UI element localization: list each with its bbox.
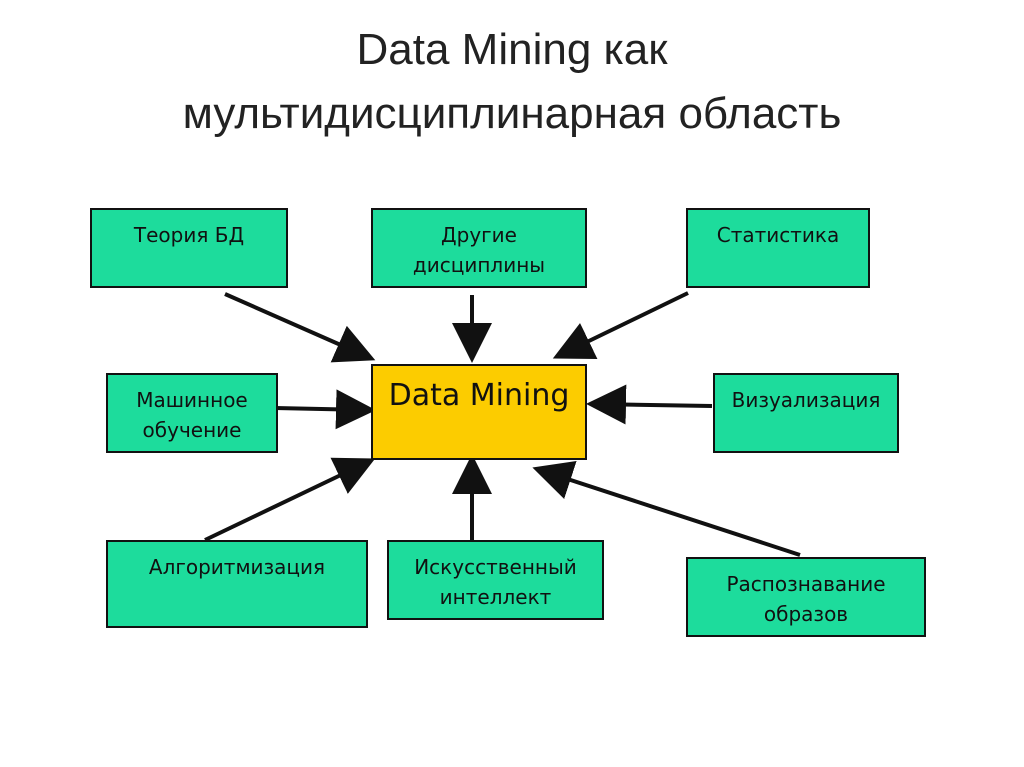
box-label: Искусственный xyxy=(414,555,577,579)
box-algorithmization: Алгоритмизация xyxy=(106,540,368,628)
box-other-disciplines: Другие дисциплины xyxy=(371,208,587,288)
center-data-mining: Data Mining xyxy=(371,364,587,460)
title-line-1: Data Mining как xyxy=(356,25,668,74)
box-pattern-recognition: Распознавание образов xyxy=(686,557,926,637)
box-ai: Искусственный интеллект xyxy=(387,540,604,620)
title-line-2: мультидисциплинарная область xyxy=(182,89,842,138)
center-label: Data Mining xyxy=(388,378,570,413)
box-label: Другие xyxy=(441,223,517,247)
box-machine-learning: Машинное обучение xyxy=(106,373,278,453)
box-label: интеллект xyxy=(439,585,552,609)
box-label: Статистика xyxy=(716,223,840,247)
box-label: Визуализация xyxy=(731,388,881,412)
box-statistics: Статистика xyxy=(686,208,870,288)
box-label: дисциплины xyxy=(412,253,546,277)
box-label: Машинное xyxy=(136,388,248,412)
box-label: образов xyxy=(763,602,849,626)
box-label: Распознавание xyxy=(726,572,886,596)
box-visualization: Визуализация xyxy=(713,373,899,453)
box-label: Теория БД xyxy=(133,223,245,247)
box-db-theory: Теория БД xyxy=(90,208,288,288)
box-label: обучение xyxy=(142,418,242,442)
box-label: Алгоритмизация xyxy=(148,555,326,579)
